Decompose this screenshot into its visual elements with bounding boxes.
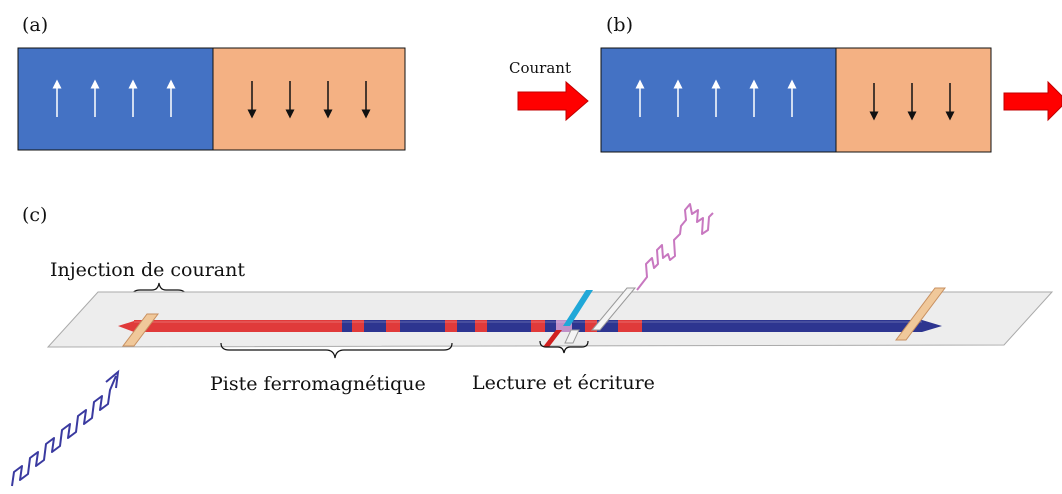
panel-b-domain-down xyxy=(835,47,992,153)
head-contact-light xyxy=(590,287,637,331)
panel-c-label: (c) xyxy=(22,204,47,226)
readwrite-brace xyxy=(539,340,589,354)
panel-a-domain-up xyxy=(17,47,214,151)
track-tip-left xyxy=(118,321,134,332)
panel-a-arrows xyxy=(52,79,371,119)
readwrite-label: Lecture et écriture xyxy=(472,372,655,394)
red-domain xyxy=(386,320,400,332)
panel-b-label: (b) xyxy=(606,14,633,36)
substrate-platform xyxy=(46,291,1054,348)
current-arrow-in xyxy=(517,80,589,122)
panel-b-arrows xyxy=(635,79,955,121)
injection-label: Injection de courant xyxy=(50,259,245,281)
input-signal-arrowhead xyxy=(105,369,120,389)
red-domain xyxy=(531,320,545,332)
panel-b-domain-up xyxy=(600,47,837,153)
read-head xyxy=(563,290,593,326)
injection-brace xyxy=(131,282,187,298)
red-domain xyxy=(475,320,487,332)
output-signal-wave xyxy=(636,203,714,291)
track-red-section xyxy=(134,320,342,332)
panel-a-domain-down xyxy=(212,47,406,151)
red-domain xyxy=(352,320,364,332)
contact-left xyxy=(122,313,159,347)
head-contact-light xyxy=(564,329,580,344)
track-label: Piste ferromagnétique xyxy=(210,373,426,395)
red-domain xyxy=(618,320,642,332)
panel-a-label: (a) xyxy=(22,14,48,36)
track-brace xyxy=(220,342,453,359)
track-tip-right xyxy=(922,320,942,332)
contact-right xyxy=(895,287,946,341)
input-signal-wave xyxy=(11,375,117,487)
red-domain xyxy=(445,320,457,332)
current-arrow-out xyxy=(1003,80,1062,122)
current-label: Courant xyxy=(509,59,571,77)
write-head xyxy=(543,330,562,347)
